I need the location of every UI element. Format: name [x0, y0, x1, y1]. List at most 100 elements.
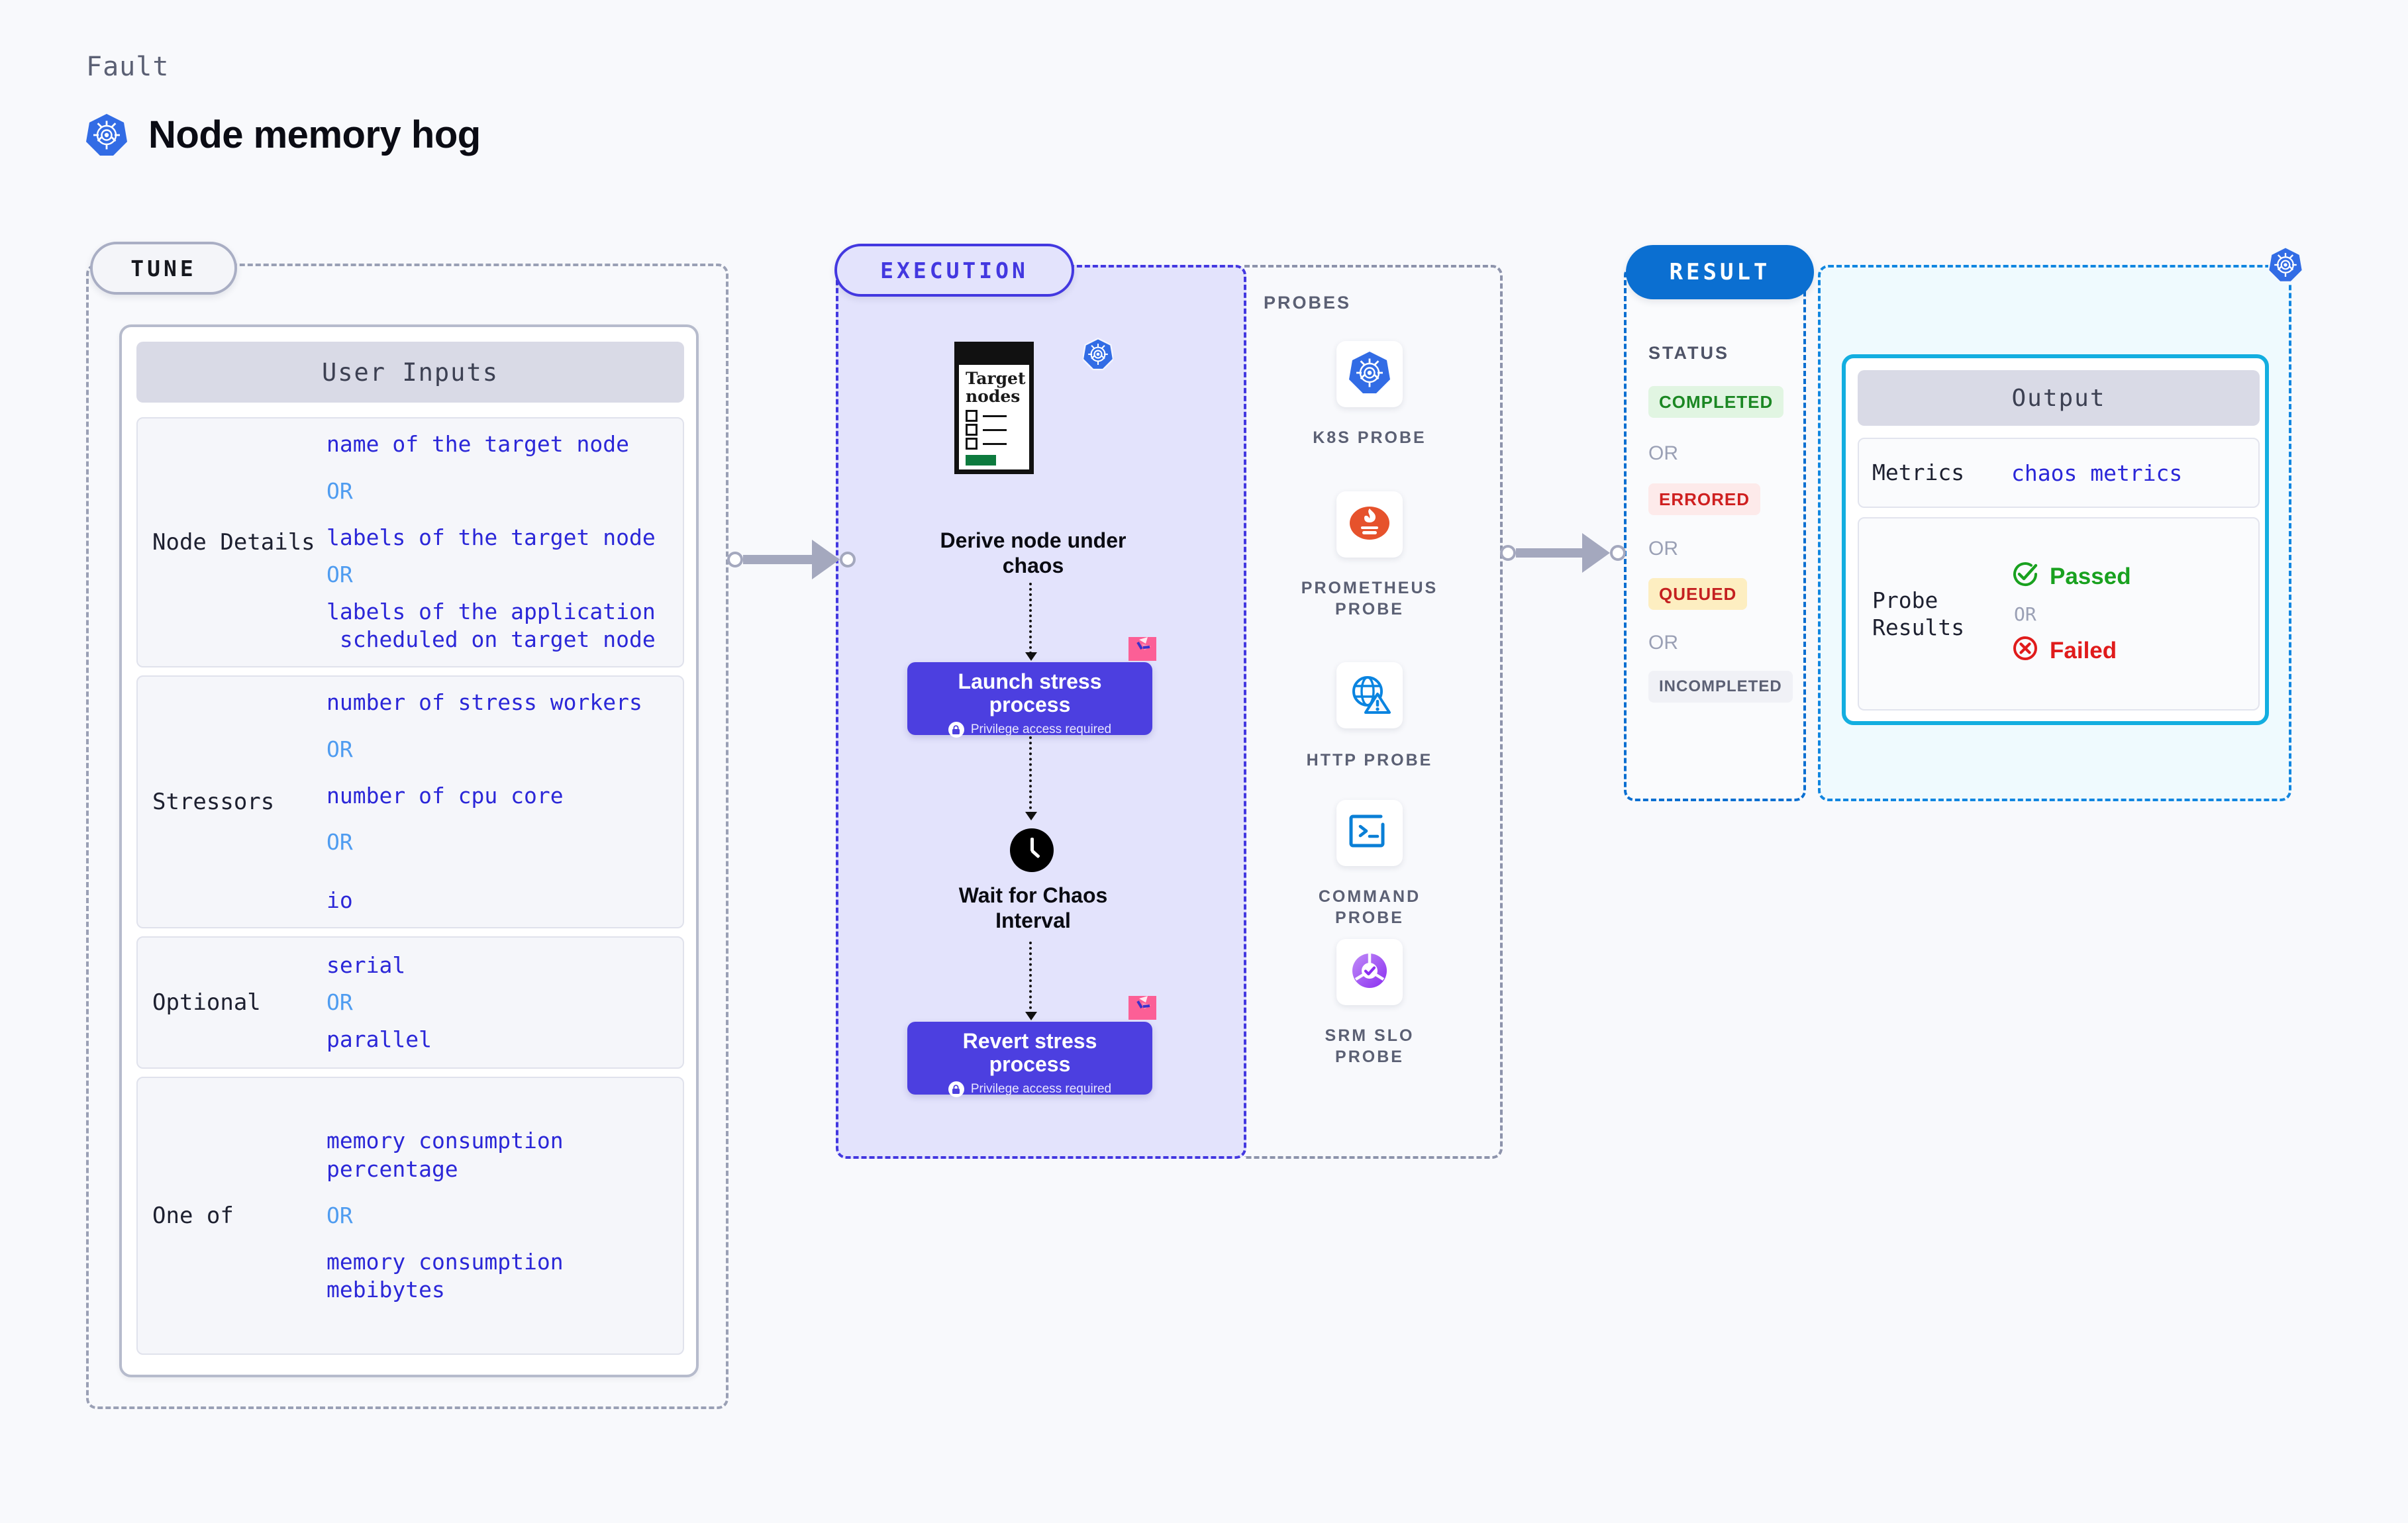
execution-step-revert-stress[interactable]: Revert stress process Privilege access r…	[907, 1022, 1152, 1098]
connector-dot	[727, 552, 743, 567]
table-row: One of memory consumption percentage OR …	[136, 1077, 684, 1355]
user-inputs-card: User Inputs Node Details name of the tar…	[119, 324, 699, 1377]
row-values: serial OR parallel	[326, 952, 432, 1054]
slo-gauge-icon	[1349, 950, 1390, 995]
or-separator: OR	[2014, 603, 2036, 625]
probe-tile-http[interactable]	[1336, 662, 1403, 728]
clock-icon	[1010, 828, 1054, 872]
or-separator: OR	[326, 989, 353, 1015]
probes-title: PROBES	[1264, 293, 1352, 313]
or-separator: OR	[1648, 632, 1678, 654]
table-row: Optional serial OR parallel	[136, 936, 684, 1069]
probe-tile-k8s[interactable]	[1336, 341, 1403, 407]
flow-connector	[1029, 736, 1032, 814]
terminal-icon	[1349, 812, 1390, 854]
output-title: Output	[1858, 370, 2260, 426]
probe-result-values: Passed OR Failed	[2011, 560, 2131, 668]
prometheus-icon	[1348, 501, 1391, 548]
probe-tile-srm-slo[interactable]	[1336, 939, 1403, 1005]
result-panel	[1624, 265, 1806, 801]
connector-execution-result	[1500, 533, 1626, 573]
privilege-note: Privilege access required	[907, 722, 1152, 738]
page-title: Node memory hog	[148, 113, 481, 156]
status-title: STATUS	[1648, 343, 1729, 363]
row-label: Metrics	[1872, 460, 1965, 486]
fault-heading: Node memory hog	[86, 113, 481, 157]
value-text: parallel	[326, 1026, 432, 1053]
or-separator: OR	[326, 562, 353, 587]
failed-label: Failed	[2050, 638, 2117, 663]
row-values: name of the target node OR labels of the…	[326, 430, 656, 654]
flow-step-label: Wait for Chaos Interval	[958, 883, 1108, 932]
value-text: name of the target node	[326, 431, 629, 458]
probe-tile-prometheus[interactable]	[1336, 491, 1403, 558]
value-text: labels of the application scheduled on t…	[326, 599, 656, 653]
or-separator: OR	[1648, 442, 1678, 464]
or-separator: OR	[326, 1202, 353, 1228]
value-text: memory consumption mebibytes	[326, 1249, 564, 1303]
flow-connector	[1029, 942, 1032, 1014]
value-text: chaos metrics	[2011, 460, 2183, 486]
table-row: Node Details name of the target node OR …	[136, 417, 684, 667]
step-title: Revert stress process	[962, 1029, 1097, 1077]
status-badge: INCOMPLETED	[1648, 671, 1793, 703]
row-values: memory consumption percentage OR memory …	[326, 1127, 683, 1304]
connector-dot	[1500, 545, 1516, 561]
x-circle-icon	[2011, 634, 2039, 668]
flow-connector	[1029, 583, 1032, 654]
lock-icon	[948, 1081, 964, 1098]
output-card: Output Metrics chaos metrics Probe Resul…	[1842, 354, 2269, 725]
status-badge: ERRORED	[1648, 483, 1761, 515]
status-badge: QUEUED	[1648, 578, 1748, 610]
privilege-text: Privilege access required	[970, 1082, 1112, 1097]
kubernetes-icon	[1349, 351, 1390, 398]
section-chip-tune[interactable]: TUNE	[90, 242, 237, 295]
user-inputs-title: User Inputs	[136, 342, 684, 403]
connector-dot	[1610, 545, 1626, 561]
globe-warning-icon	[1348, 673, 1391, 718]
section-chip-result[interactable]: RESULT	[1626, 245, 1814, 299]
probe-label: SRM SLO PROBE	[1325, 1026, 1415, 1066]
flow-arrowhead	[1025, 652, 1037, 661]
table-row: Stressors number of stress workers OR nu…	[136, 675, 684, 928]
flow-step-label: Derive node under chaos	[940, 528, 1127, 577]
connector-line	[1516, 548, 1582, 558]
probe-tile-command[interactable]	[1336, 800, 1403, 866]
lock-icon	[948, 722, 964, 738]
chaos-flag-icon	[1126, 993, 1156, 1020]
value-text: io	[326, 887, 353, 914]
value-text: memory consumption percentage	[326, 1128, 564, 1182]
flow-arrowhead	[1025, 812, 1037, 820]
row-values: number of stress workers OR number of cp…	[326, 689, 642, 914]
value-text: number of cpu core	[326, 782, 564, 809]
connector-dot	[840, 552, 856, 567]
or-separator: OR	[1648, 538, 1678, 560]
check-circle-icon	[2011, 560, 2039, 594]
chaos-flag-icon	[1126, 634, 1156, 661]
section-chip-execution[interactable]: EXECUTION	[834, 244, 1074, 297]
table-row: Probe Results Passed OR	[1858, 517, 2260, 711]
step-title: Launch stress process	[958, 669, 1102, 717]
or-separator: OR	[326, 477, 353, 504]
kubernetes-icon	[86, 113, 127, 157]
probe-label: HTTP PROBE	[1306, 751, 1433, 769]
execution-step-launch-stress[interactable]: Launch stress process Privilege access r…	[907, 662, 1152, 738]
passed-label: Passed	[2050, 564, 2131, 589]
row-label: Stressors	[152, 789, 275, 815]
row-label: One of	[152, 1203, 234, 1229]
kubernetes-icon	[2267, 246, 2304, 287]
fault-kicker: Fault	[86, 52, 170, 82]
privilege-text: Privilege access required	[970, 722, 1112, 737]
row-label: Node Details	[152, 529, 315, 556]
probe-result-failed: Failed	[2011, 634, 2131, 668]
privilege-note: Privilege access required	[907, 1081, 1152, 1098]
row-label: Optional	[152, 989, 261, 1016]
connector-arrowhead	[1582, 533, 1610, 573]
probe-label: COMMAND PROBE	[1318, 887, 1421, 927]
or-separator: OR	[326, 736, 353, 762]
connector-line	[743, 555, 812, 564]
status-badge: COMPLETED	[1648, 386, 1784, 418]
